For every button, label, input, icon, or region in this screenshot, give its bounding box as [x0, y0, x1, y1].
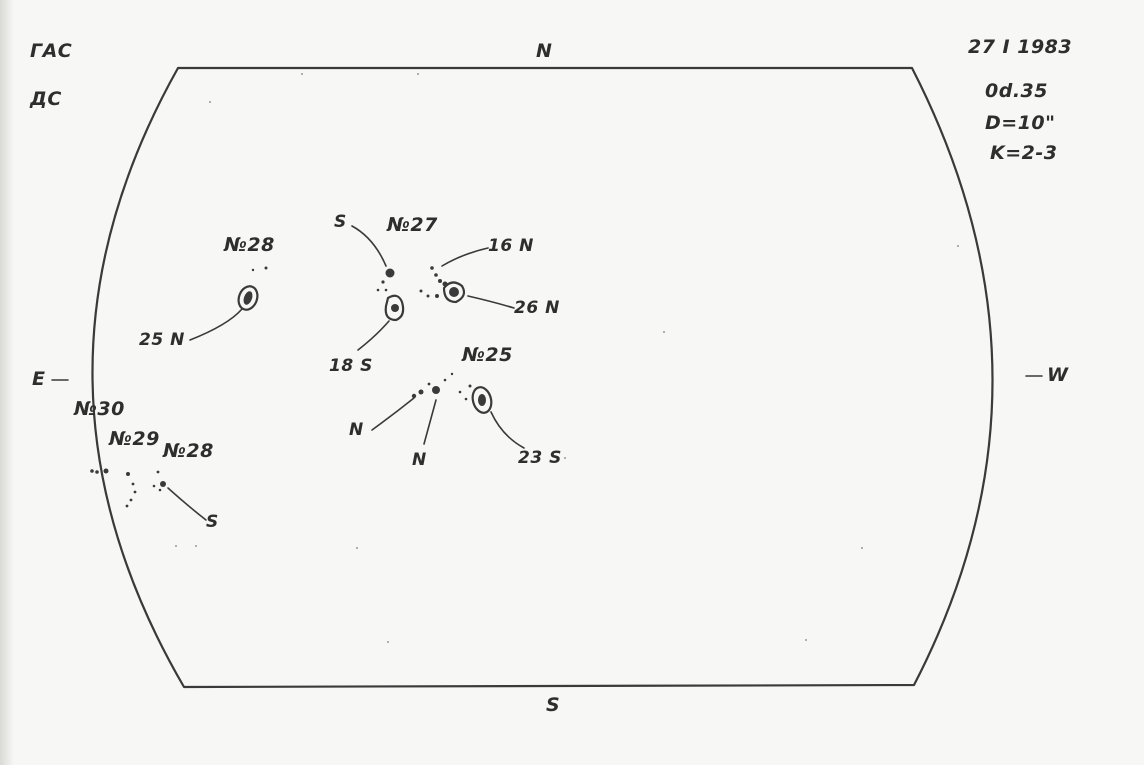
spot-group-28-upper	[237, 266, 268, 311]
annotation-N-left: N	[349, 420, 364, 440]
quality-label: K=2-3	[990, 142, 1058, 164]
group-28-lower-label: №28	[163, 440, 214, 462]
spot-group-27	[376, 266, 466, 322]
leader-18S	[357, 320, 390, 351]
leader-16N	[441, 247, 489, 267]
annotation-18S: 18 S	[329, 356, 373, 376]
observatory-label: ГАС	[30, 40, 73, 62]
leader-25N	[189, 308, 243, 341]
date-label: 27 I 1983	[968, 36, 1073, 58]
annotation-S-upper: S	[334, 212, 347, 232]
annotation-23S: 23 S	[518, 448, 562, 468]
annotation-25N: 25 N	[139, 330, 185, 350]
leader-26N	[467, 295, 515, 309]
leader-S-lower	[167, 487, 207, 521]
annotation-26N: 26 N	[514, 298, 560, 318]
leader-S-upper	[351, 225, 387, 267]
spot-group-30	[90, 468, 109, 474]
spot-group-29	[125, 472, 137, 508]
instrument-label: ДС	[30, 88, 62, 110]
leader-23S	[490, 411, 525, 449]
group-29-label: №29	[109, 428, 160, 450]
page-edge-shadow	[0, 0, 14, 765]
group-30-label: №30	[74, 398, 125, 420]
group-27-label: №27	[387, 214, 438, 236]
group-28-upper-label: №28	[224, 234, 275, 256]
annotation-S-lower: S	[206, 512, 219, 532]
diameter-label: D=10"	[985, 112, 1056, 134]
annotation-16N: 16 N	[488, 236, 534, 256]
annotation-N-mid: N	[412, 450, 427, 470]
compass-south: S	[546, 694, 561, 716]
compass-west: W	[1047, 364, 1069, 386]
leader-N-left	[371, 397, 415, 431]
compass-east: E	[32, 368, 46, 390]
time-label: 0d.35	[985, 80, 1048, 102]
leader-N-mid	[423, 399, 437, 445]
spot-group-28-lower	[152, 470, 166, 492]
compass-north: N	[536, 40, 553, 62]
group-25-label: №25	[462, 344, 513, 366]
paper-specks	[175, 73, 959, 643]
spot-group-25	[411, 372, 493, 414]
disk-outline	[91, 66, 994, 689]
